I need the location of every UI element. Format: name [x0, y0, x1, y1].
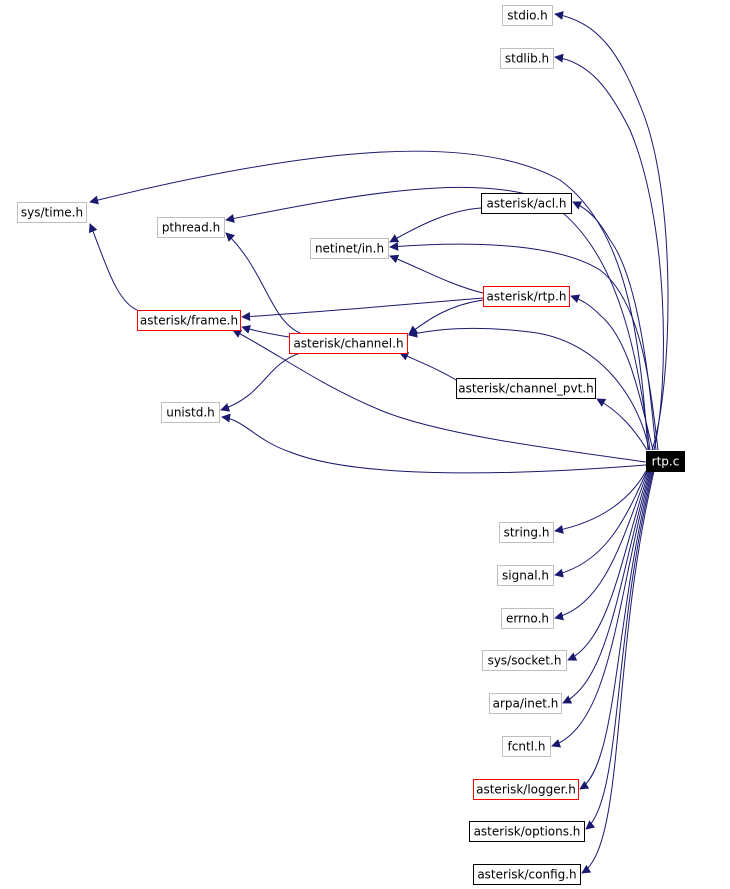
node-label-logger: asterisk/logger.h — [476, 783, 576, 797]
node-box-acl — [481, 193, 572, 214]
node-box-channel — [289, 333, 408, 354]
node-errno[interactable]: errno.h — [501, 608, 554, 629]
node-options[interactable]: asterisk/options.h — [469, 821, 585, 842]
edge-rtph-to-frame — [241, 297, 484, 321]
node-rtph[interactable]: asterisk/rtp.h — [483, 286, 570, 307]
node-box-rtp — [646, 451, 685, 472]
node-box-chanpvt — [456, 378, 596, 399]
edge-rtp-to-rtph — [570, 294, 654, 451]
node-box-fcntl — [502, 736, 551, 757]
node-label-pthread: pthread.h — [162, 221, 220, 235]
node-box-config — [473, 864, 581, 885]
node-box-pthread — [157, 217, 225, 238]
node-box-syssocket — [482, 650, 567, 671]
node-label-arpainet: arpa/inet.h — [493, 697, 559, 711]
node-box-frame — [137, 310, 241, 331]
node-label-unistd: unistd.h — [166, 406, 215, 420]
edge-acl-to-netinet — [389, 207, 482, 243]
node-box-stdio — [502, 5, 553, 26]
edge-rtp-to-netinet — [389, 241, 659, 451]
node-box-arpainet — [489, 693, 562, 714]
node-logger[interactable]: asterisk/logger.h — [473, 779, 579, 800]
node-signal[interactable]: signal.h — [497, 565, 554, 586]
node-channel[interactable]: asterisk/channel.h — [289, 333, 408, 354]
node-rtp[interactable]: rtp.c — [646, 451, 685, 472]
edge-rtp-to-arpainet — [562, 470, 651, 704]
node-box-netinet — [310, 238, 389, 259]
node-label-rtph: asterisk/rtp.h — [487, 290, 567, 304]
node-label-errno: errno.h — [506, 612, 549, 626]
node-label-systime: sys/time.h — [21, 206, 83, 220]
node-label-config: asterisk/config.h — [477, 868, 576, 882]
edge-rtp-to-systime — [89, 150, 649, 451]
node-box-stdlib — [500, 48, 554, 69]
edge-rtp-to-unistd — [221, 413, 647, 474]
node-pthread[interactable]: pthread.h — [157, 217, 225, 238]
node-arpainet[interactable]: arpa/inet.h — [489, 693, 562, 714]
edge-rtp-to-config — [581, 470, 655, 874]
node-label-channel: asterisk/channel.h — [293, 337, 403, 351]
edge-rtp-to-chanpvt — [596, 398, 648, 451]
edge-rtp-to-fcntl — [551, 470, 652, 748]
node-box-systime — [17, 202, 87, 223]
edge-rtp-to-logger — [579, 470, 653, 790]
node-unistd[interactable]: unistd.h — [161, 402, 220, 423]
edge-rtp-to-channel — [408, 327, 650, 451]
node-label-options: asterisk/options.h — [474, 825, 581, 839]
node-syssocket[interactable]: sys/socket.h — [482, 650, 567, 671]
node-box-string — [499, 522, 554, 543]
edge-frame-to-systime — [88, 223, 138, 311]
edge-rtp-to-errno — [554, 470, 649, 621]
node-label-signal: signal.h — [502, 569, 549, 583]
node-label-string: string.h — [504, 526, 550, 540]
node-stdio[interactable]: stdio.h — [502, 5, 553, 26]
node-systime[interactable]: sys/time.h — [17, 202, 87, 223]
node-string[interactable]: string.h — [499, 522, 554, 543]
node-config[interactable]: asterisk/config.h — [473, 864, 581, 885]
edge-rtp-to-stdio — [554, 10, 669, 451]
node-box-errno — [501, 608, 554, 629]
node-box-logger — [473, 779, 579, 800]
node-stdlib[interactable]: stdlib.h — [500, 48, 554, 69]
node-acl[interactable]: asterisk/acl.h — [481, 193, 572, 214]
edge-rtph-to-netinet — [389, 254, 484, 294]
node-label-stdlib: stdlib.h — [505, 52, 549, 66]
edge-rtp-to-acl — [572, 201, 657, 451]
node-label-netinet: netinet/in.h — [315, 242, 384, 256]
node-fcntl[interactable]: fcntl.h — [502, 736, 551, 757]
node-label-chanpvt: asterisk/channel_pvt.h — [458, 382, 594, 396]
node-label-fcntl: fcntl.h — [508, 740, 546, 754]
edges — [88, 10, 669, 874]
edge-rtp-to-options — [585, 470, 654, 830]
node-box-unistd — [161, 402, 220, 423]
edge-rtp-to-string — [554, 470, 647, 534]
node-label-frame: asterisk/frame.h — [140, 314, 238, 328]
node-box-signal — [497, 565, 554, 586]
edge-rtp-to-frame — [232, 329, 647, 463]
edge-rtp-to-pthread — [225, 186, 651, 451]
edge-rtp-to-signal — [554, 470, 648, 578]
node-box-rtph — [483, 286, 570, 307]
node-netinet[interactable]: netinet/in.h — [310, 238, 389, 259]
node-frame[interactable]: asterisk/frame.h — [137, 310, 241, 331]
node-label-syssocket: sys/socket.h — [488, 654, 562, 668]
node-box-options — [469, 821, 585, 842]
edge-chanpvt-to-channel — [399, 352, 457, 381]
node-label-rtp: rtp.c — [652, 455, 680, 469]
edge-rtp-to-stdlib — [554, 53, 664, 451]
edge-rtp-to-syssocket — [567, 470, 650, 661]
node-label-acl: asterisk/acl.h — [487, 197, 567, 211]
edge-channel-to-pthread — [225, 232, 301, 334]
node-chanpvt[interactable]: asterisk/channel_pvt.h — [456, 378, 596, 399]
edge-channel-to-frame — [241, 325, 290, 338]
edge-rtph-to-channel — [408, 299, 484, 335]
nodes: rtp.c stdio.h stdlib.h sys/time.h pthread.h a… — [17, 5, 685, 885]
edge-channel-to-unistd — [220, 352, 301, 412]
node-label-stdio: stdio.h — [507, 9, 547, 23]
